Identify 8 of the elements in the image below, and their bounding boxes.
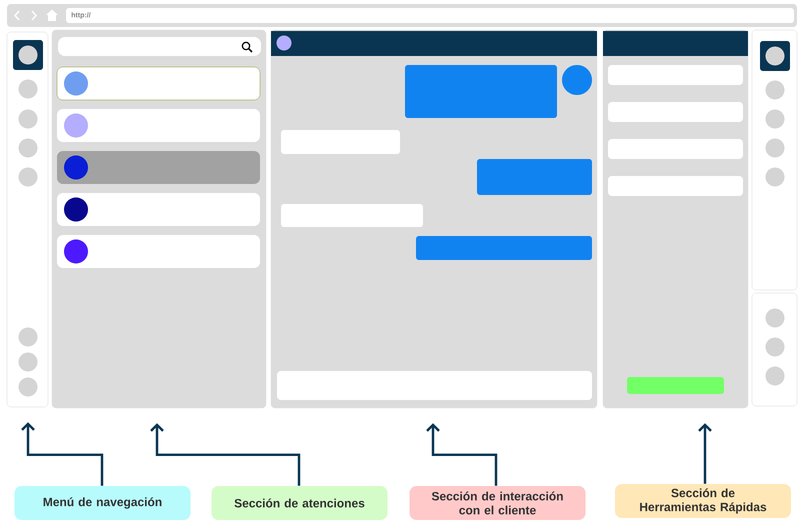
arrow (426, 423, 498, 486)
arrow (150, 423, 300, 486)
section-label: Menú de navegación (14, 486, 190, 520)
arrow (21, 422, 104, 486)
section-label: Sección de Herramientas Rápidas (615, 484, 791, 518)
arrow (698, 423, 712, 484)
section-label: Sección de atenciones (212, 486, 388, 520)
section-label: Sección de interacción con el cliente (410, 486, 586, 520)
